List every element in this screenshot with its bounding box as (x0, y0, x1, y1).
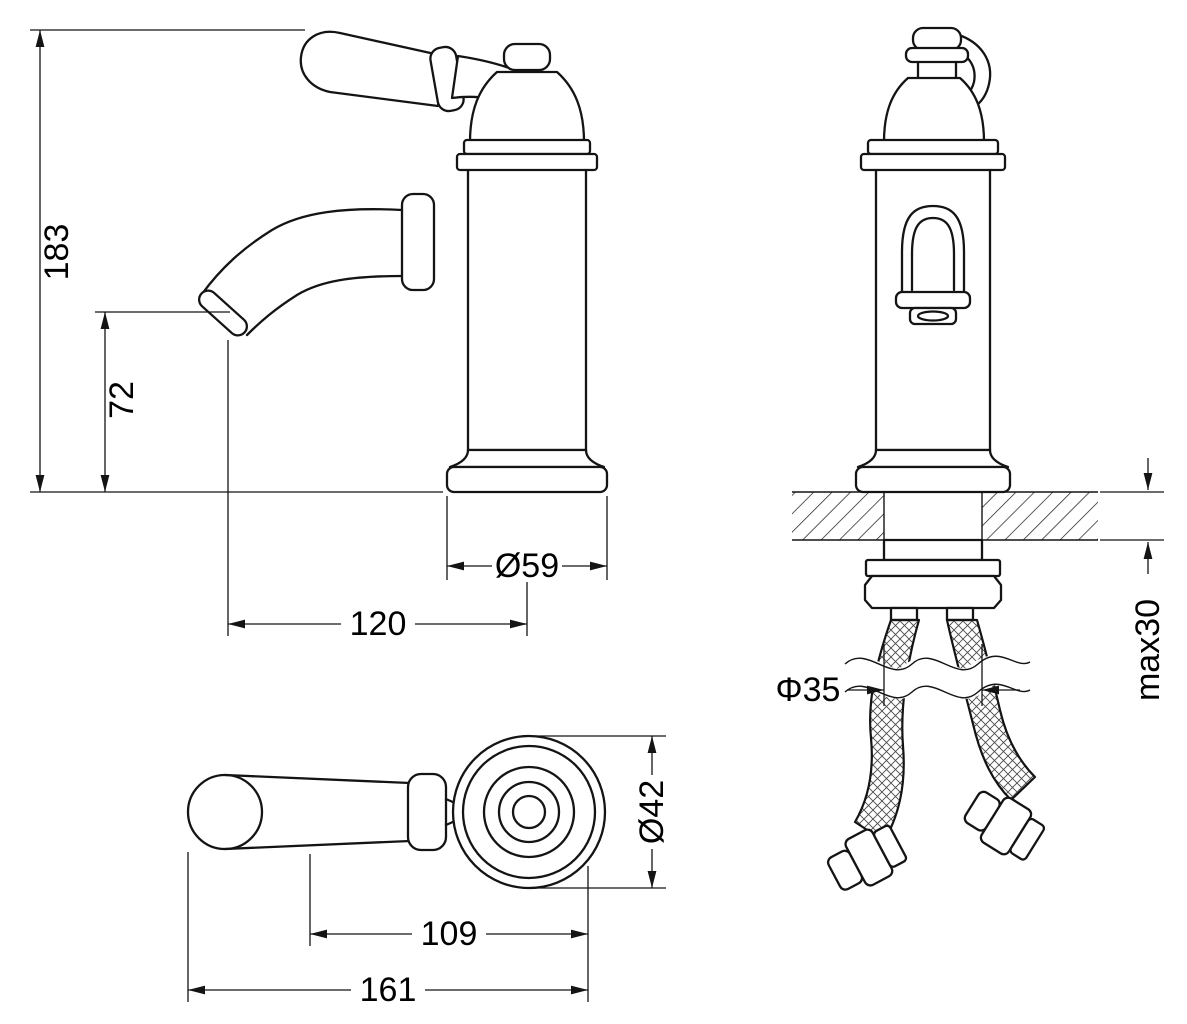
dim-label-spout-height: 72 (103, 381, 141, 419)
hose-fitting-left (826, 824, 908, 891)
mounting-hardware (863, 538, 1003, 622)
dim-label-spout-reach: 120 (350, 605, 407, 643)
front-body (466, 168, 588, 452)
front-spout (197, 192, 436, 337)
dim-total-height: 183 (30, 29, 443, 493)
dim-spout-reach: 120 (227, 340, 528, 643)
top-view (186, 734, 607, 890)
dim-label-hole-diameter: Φ35 (776, 671, 841, 709)
countertop-section (792, 491, 1098, 541)
supply-hoses (826, 618, 1046, 891)
hose-break-symbol (835, 655, 1038, 699)
dim-label-max-mounting-thickness: max30 (1129, 599, 1167, 701)
side-spout-front (894, 204, 972, 326)
dim-label-handle-length: 109 (421, 915, 478, 953)
side-cartridge-cap (859, 76, 1007, 172)
dim-hole-diameter: Φ35 (776, 644, 1020, 709)
dim-handle-length: 109 (309, 854, 589, 1002)
hose-fitting-right (963, 790, 1046, 861)
side-view (792, 26, 1098, 891)
dim-label-total-height: 183 (38, 224, 76, 281)
dim-label-rosette-diameter: Ø42 (633, 780, 671, 844)
dim-base-diameter: Ø59 (446, 496, 608, 585)
top-body-rosette (451, 734, 607, 890)
front-base (445, 448, 609, 494)
front-cartridge-cap (455, 70, 599, 172)
dim-label-overall-length: 161 (360, 971, 417, 1009)
dim-max-mounting-thickness: max30 (1100, 458, 1167, 701)
front-view (197, 30, 609, 494)
dim-rosette-diameter: Ø42 (534, 735, 671, 889)
top-handle (186, 772, 457, 852)
side-dimensions: Φ35 max30 (776, 458, 1167, 709)
front-dimensions: 183 72 Ø59 120 (30, 29, 608, 643)
dim-overall-length: 161 (187, 852, 588, 1009)
dim-spout-height: 72 (95, 311, 230, 492)
top-dimensions: Ø42 109 161 (187, 735, 671, 1009)
dim-label-base-diameter: Ø59 (495, 547, 559, 585)
side-base (854, 448, 1012, 494)
